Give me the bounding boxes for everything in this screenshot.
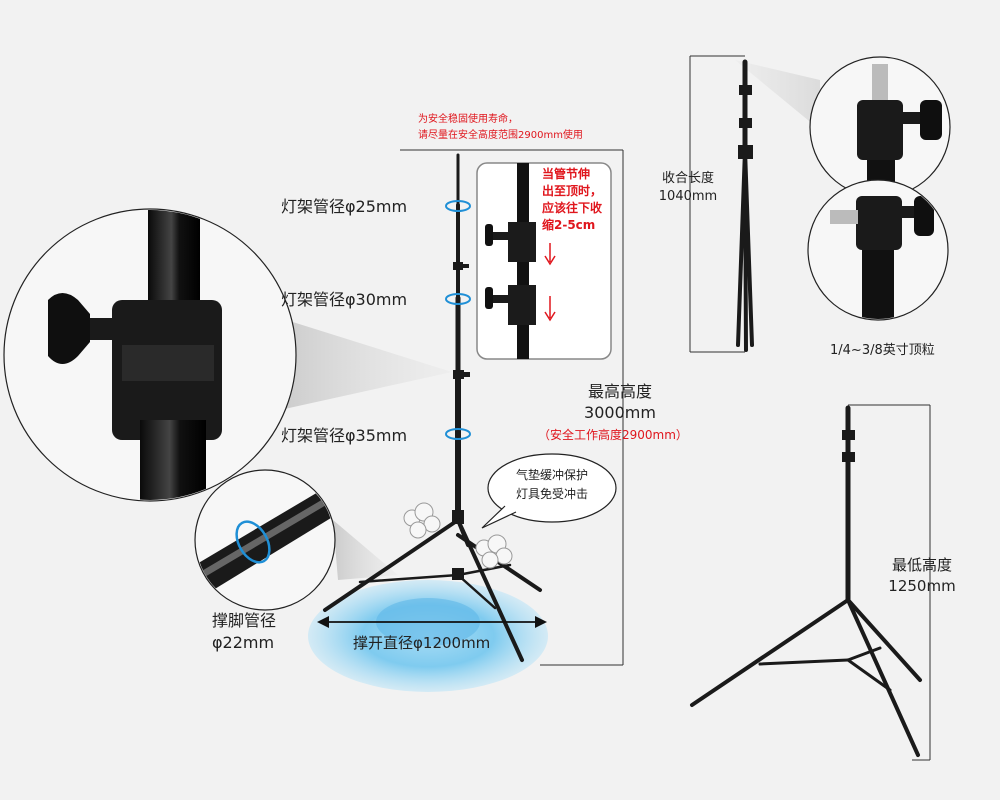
adjust-inset-box [476,162,612,360]
mount-spigot-label: 1/4~3/8英寸顶粒 [830,343,935,358]
tube-30-label: 灯架管径φ30mm [281,290,408,309]
safe-working-height-note: （安全工作高度2900mm） [538,428,688,442]
zoom-cone-top [280,318,452,410]
cushion-speech-bubble [481,453,617,529]
down-arrow-icon [544,243,556,322]
cushion-line-2: 灯具免受冲击 [515,487,588,501]
min-height-value: 1250mm [888,577,956,595]
mount-closeup-circle-top [809,56,951,198]
leg-tube-label: 撑脚管径 φ22mm [212,610,276,654]
cloud-puff-icon [403,502,513,569]
warning-line-2: 请尽量在安全高度范围2900mm使用 [418,130,583,141]
main-stand [323,153,542,662]
tube-25-label: 灯架管径φ25mm [281,197,408,216]
max-height-label: 最高高度 3000mm [560,381,680,423]
retracted-length-label: 收合长度 1040mm [650,170,726,206]
adjust-tip-note: 当管节伸 出至顶时， 应该往下收 缩2-5cm [542,166,602,234]
leg-closeup-circle [194,469,336,611]
zoom-cone-right-top [735,60,820,130]
cushion-line-1: 气垫缓冲保护 [515,468,588,482]
zoom-cone-leg [333,520,398,580]
safety-warning-note: 为安全稳固使用寿命， 请尽量在安全高度范围2900mm使用 [418,112,583,144]
retracted-stand [736,59,754,352]
max-height-value: 3000mm [584,403,656,422]
max-height-title: 最高高度 [587,382,652,401]
leg-tube-value: φ22mm [212,633,275,652]
min-height-label: 最低高度 1250mm [870,555,974,597]
leg-tube-title: 撑脚管径 [212,611,277,630]
cushion-note: 气垫缓冲保护 灯具免受冲击 [494,466,610,504]
retracted-length-title: 收合长度 [661,171,714,186]
tube-35-label: 灯架管径φ35mm [281,426,408,445]
adjust-tip-line-4: 缩2-5cm [542,218,596,232]
min-height-stand [690,405,922,757]
retracted-length-value: 1040mm [658,189,718,204]
min-height-title: 最低高度 [891,556,952,574]
warning-line-1: 为安全稳固使用寿命， [418,114,518,125]
joint-closeup-circle [3,208,297,502]
adjust-tip-line-3: 应该往下收 [542,201,603,215]
spread-diameter-label: 撑开直径φ1200mm [353,634,491,652]
mount-closeup-circle-bottom [807,179,949,321]
adjust-tip-line-2: 出至顶时， [542,184,603,198]
rotate-arrow-icon [445,200,471,440]
adjust-tip-line-1: 当管节伸 [542,167,591,181]
